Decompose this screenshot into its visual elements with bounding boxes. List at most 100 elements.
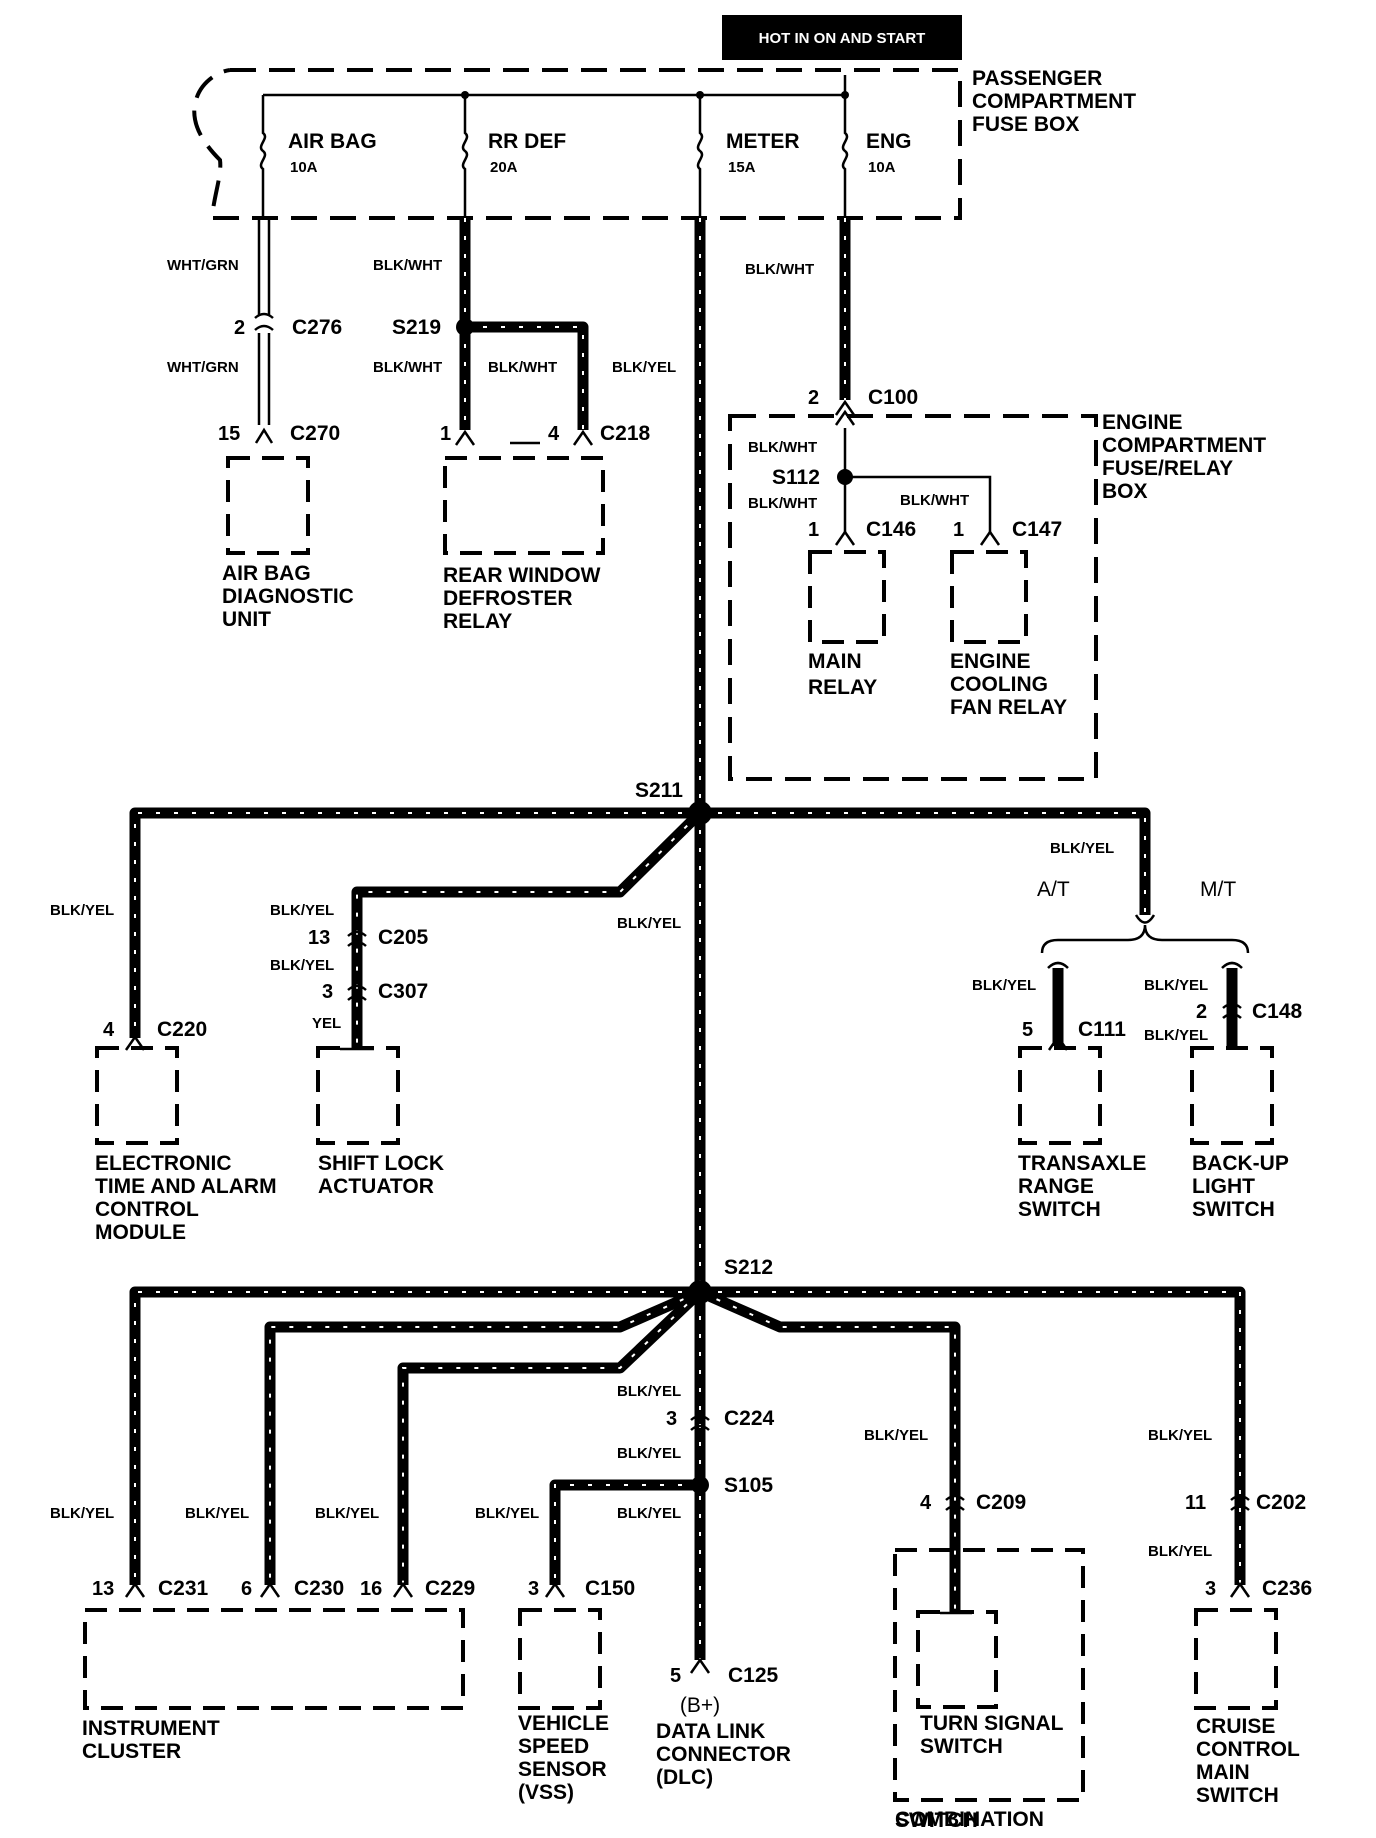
c220-pin: 4 [103,1019,115,1041]
c148-label: C148 [1252,1000,1303,1023]
option-at: A/T [1037,878,1070,901]
wire-label-blkyel-mt-2: BLK/YEL [1144,1027,1208,1044]
fuse-airbag-rating: 10A [290,159,318,176]
transaxle-switch-box [1018,1046,1102,1145]
turn-signal-label-2: SWITCH [920,1735,1003,1758]
fuse-box-label-1: PASSENGER [972,67,1102,90]
fan-relay-label-1: ENGINE [950,650,1031,673]
airbag-unit-label-2: DIAGNOSTIC [222,585,354,608]
main-relay-label-1: MAIN [808,650,862,673]
combination-switch-box [893,1548,1085,1802]
wire-label-blkyel-c224-2: BLK/YEL [617,1445,681,1462]
wire-label-blkwht-eng: BLK/WHT [745,261,814,278]
vss-label-2: SPEED [518,1735,589,1758]
vss-label-4: (VSS) [518,1781,574,1804]
fuse-eng-rating: 10A [868,159,896,176]
option-mt: M/T [1200,878,1236,901]
etacm-label-4: MODULE [95,1221,186,1244]
fuse-rrdef-name: RR DEF [488,130,566,153]
c147-label: C147 [1012,518,1062,541]
meter-circuit: BLK/YEL [612,218,706,1660]
wire-label-yel: YEL [312,1015,341,1032]
c231-pin: 13 [92,1578,114,1600]
combination-label-2: SWITCH [895,1809,978,1832]
c218-pin4: 4 [548,423,560,445]
airbag-unit-box [226,456,310,555]
wire-label-blkyel-c202: BLK/YEL [1148,1427,1212,1444]
c150-label: C150 [585,1577,635,1600]
wire-label-blkyel-at: BLK/YEL [972,977,1036,994]
s212-label: S212 [724,1256,773,1279]
backup-switch-box [1190,1046,1274,1145]
c209-label: C209 [976,1491,1026,1514]
main-relay-box [808,550,886,644]
c231-label: C231 [158,1577,209,1600]
main-relay-label-2: RELAY [808,676,877,699]
eng-circuit: BLK/WHT 2 C100 ENGINE COMPARTMENT FUSE/R… [728,218,1266,781]
c148-pin: 2 [1196,1001,1207,1023]
wire-label-blkyel-meter: BLK/YEL [612,359,676,376]
rrdef-circuit: BLK/WHT S219 BLK/WHT BLK/WHT 1 4 C218 RE… [373,218,651,633]
fuse-eng-name: ENG [866,130,912,153]
wire-label-blkwht-3: BLK/WHT [488,359,557,376]
c220-label: C220 [157,1018,207,1041]
shift-lock-box [316,1046,400,1145]
c230-pin: 6 [241,1578,252,1600]
fan-relay-label-2: COOLING [950,673,1048,696]
c150-pin: 3 [528,1578,539,1600]
c125-label: C125 [728,1664,779,1687]
c229-label: C229 [425,1577,475,1600]
wire-label-blkyel-c236: BLK/YEL [1148,1543,1212,1560]
etacm-box [95,1046,179,1145]
fuse-meter-rating: 15A [728,159,756,176]
airbag-unit-label-1: AIR BAG [222,562,311,585]
fuse-rrdef-rating: 20A [490,159,518,176]
vss-label-1: VEHICLE [518,1712,609,1735]
wire-label-blkwht-6: BLK/WHT [900,492,969,509]
wire-label-blkyel-shift-1: BLK/YEL [270,902,334,919]
wire-label-blkyel-mt-1: BLK/YEL [1144,977,1208,994]
instrument-cluster-box [83,1608,465,1710]
wire-label-blkwht-5: BLK/WHT [748,495,817,512]
wire-label-blkyel-shift-2: BLK/YEL [270,957,334,974]
backup-label-1: BACK-UP [1192,1152,1289,1175]
c146-pin: 1 [808,519,819,541]
shift-lock-label-2: ACTUATOR [318,1175,434,1198]
c270-pin: 15 [218,423,240,445]
c147-pin: 1 [953,519,964,541]
wire-label-blkyel-vss: BLK/YEL [475,1505,539,1522]
wire-label-blkwht-2: BLK/WHT [373,359,442,376]
wire-label-blkwht-4: BLK/WHT [748,439,817,456]
cruise-label-2: CONTROL [1196,1738,1300,1761]
c307-label: C307 [378,980,428,1003]
fuse-meter-name: METER [726,130,800,153]
transaxle-label-1: TRANSAXLE [1018,1152,1146,1175]
dlc-label-3: (DLC) [656,1766,713,1789]
c218-label: C218 [600,422,651,445]
s219-label: S219 [392,316,441,339]
s211-label: S211 [635,779,683,802]
c205-pin: 13 [308,927,330,949]
c202-pin: 11 [1185,1492,1206,1514]
c307-pin: 3 [322,981,333,1003]
cluster-label-1: INSTRUMENT [82,1717,220,1740]
turn-signal-switch-box [916,1610,998,1709]
c100-label: C100 [868,386,918,409]
s112-label: S112 [772,466,820,489]
c224-pin: 3 [666,1408,677,1430]
c224-label: C224 [724,1407,775,1430]
combination-label-1: COMBINATION [895,1808,1044,1831]
cluster-label-2: CLUSTER [82,1740,181,1763]
wire-label-blkyel-c231: BLK/YEL [50,1505,114,1522]
vss-label-3: SENSOR [518,1758,607,1781]
wire-label-blkyel-c209: BLK/YEL [864,1427,928,1444]
fuse-box-label-2: COMPARTMENT [972,90,1136,113]
c125-pin: 5 [670,1665,681,1687]
airbag-unit-label-3: UNIT [222,608,271,631]
wire-label-blkyel-dlc: BLK/YEL [617,1505,681,1522]
wire-label-blkyel-c224-1: BLK/YEL [617,1383,681,1400]
etacm-label-3: CONTROL [95,1198,199,1221]
c229-pin: 16 [360,1578,382,1600]
engine-box-label-4: BOX [1102,480,1148,503]
transaxle-label-3: SWITCH [1018,1198,1101,1221]
